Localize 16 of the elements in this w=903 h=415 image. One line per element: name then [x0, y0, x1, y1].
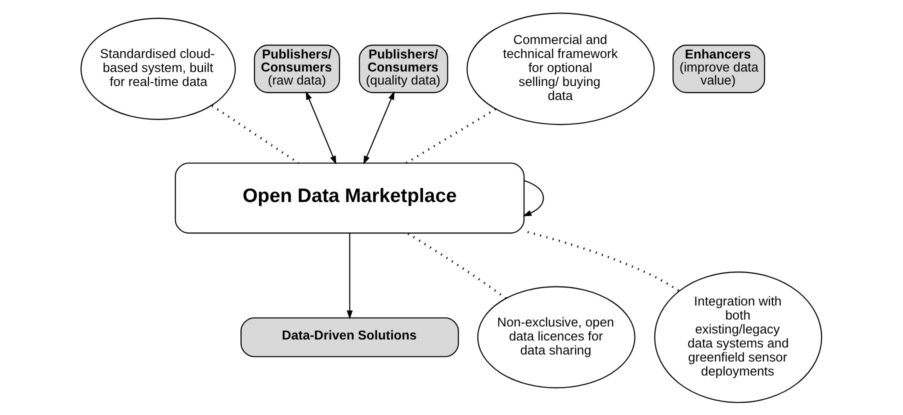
connector	[211, 104, 300, 164]
node-ellipse: Standardised cloud-based system, built for real-time data	[80, 17, 236, 120]
node-ellipse: Integration with both existing/legacy data systems and greenfield sensor deployments	[654, 270, 822, 403]
arrow	[522, 180, 544, 216]
node-box: Publishers/ Consumers (raw data)	[254, 44, 340, 93]
arrow	[363, 90, 395, 164]
node-ellipse: Non-exclusive, open data licences for data sharing	[477, 286, 636, 388]
connector	[406, 232, 507, 299]
node-box: Data-Driven Solutions	[240, 316, 459, 357]
node-ellipse: Commercial and technical framework for optional selling/ buying data	[466, 12, 655, 125]
arrow	[346, 232, 353, 319]
arrow	[306, 90, 336, 164]
node-box: Publishers/ Consumers (quality data)	[358, 44, 448, 93]
node-box: Enhancers (improve data value)	[672, 44, 766, 93]
connector	[406, 108, 496, 164]
node-box: Open Data Marketplace	[174, 162, 525, 234]
